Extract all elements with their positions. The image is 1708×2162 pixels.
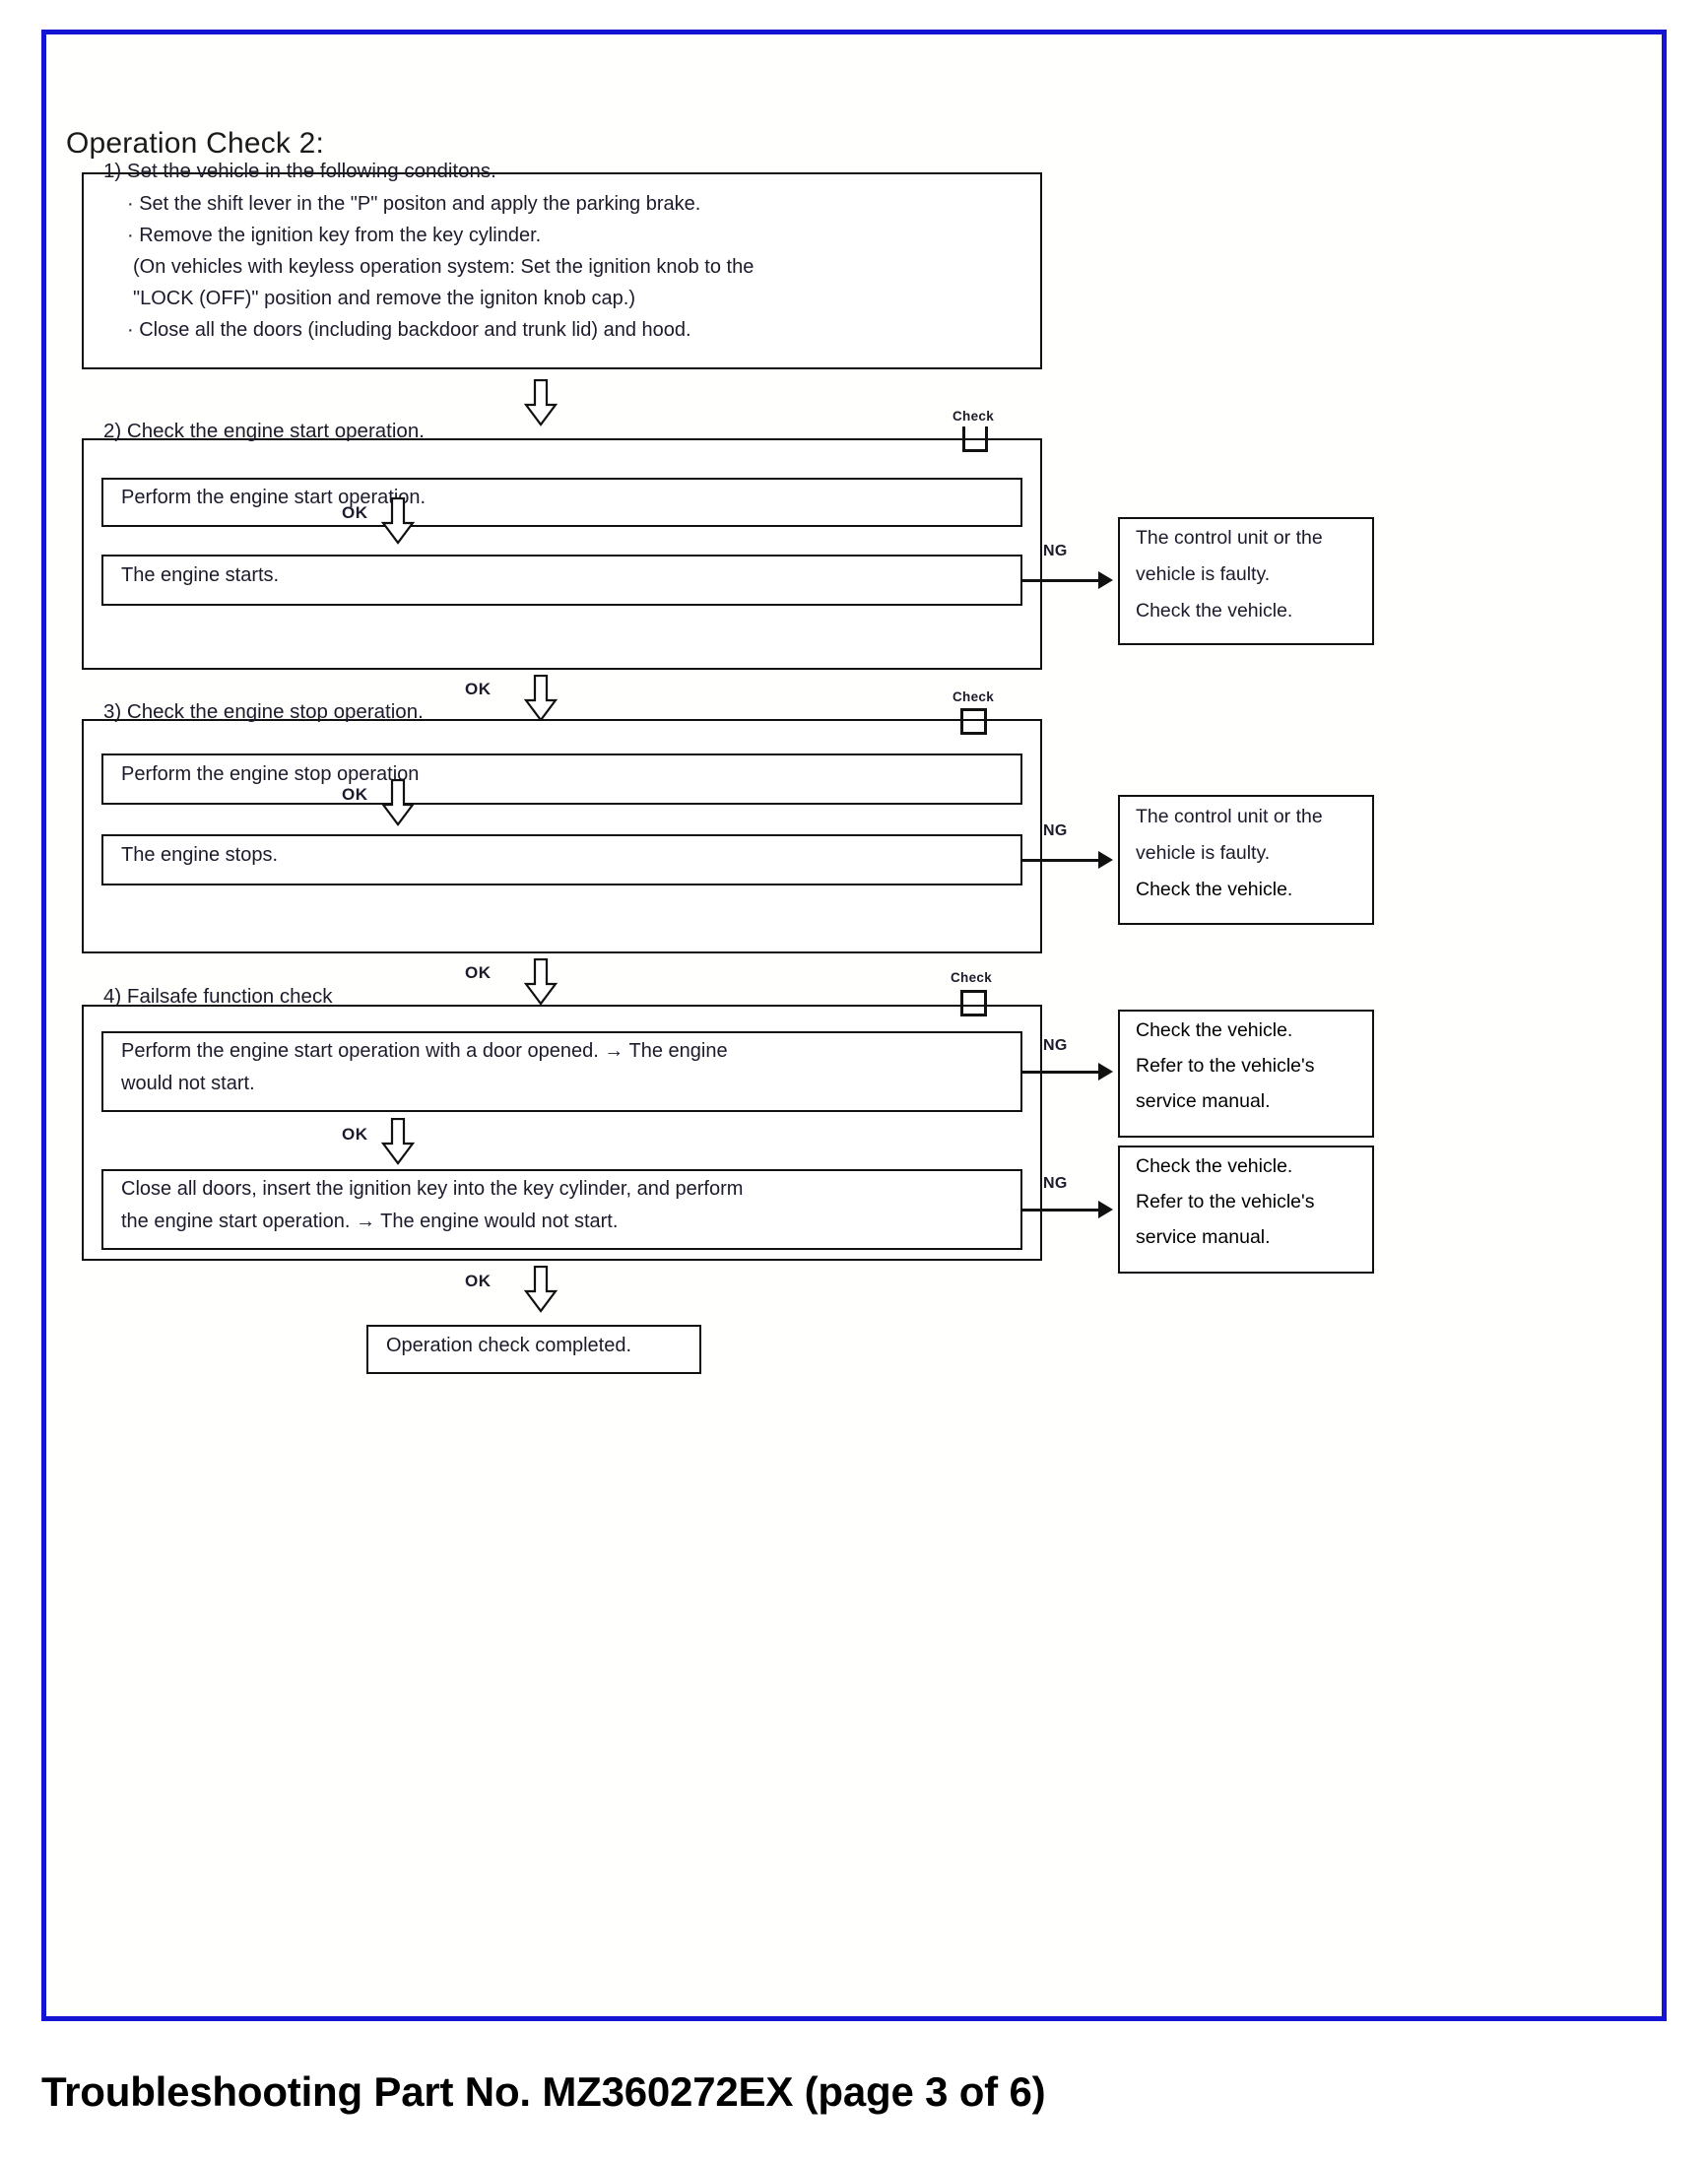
step4-ng1-label: NG bbox=[1043, 1037, 1068, 1054]
step2-ng-connector-line bbox=[1022, 579, 1101, 582]
step3-action-text: Perform the engine stop operation bbox=[121, 763, 420, 785]
step1-bullet-4: · Close all the doors (including backdoo… bbox=[127, 319, 691, 341]
step3-ng-line-1: vehicle is faulty. bbox=[1136, 842, 1271, 864]
step2-result-text: The engine starts. bbox=[121, 564, 280, 586]
step3-action-box bbox=[101, 753, 1022, 805]
step1-bullet-1: · Remove the ignition key from the key c… bbox=[127, 225, 542, 246]
step2-action-box bbox=[101, 478, 1022, 527]
step3-ng-line-0: The control unit or the bbox=[1136, 806, 1323, 827]
document-caption: Troubleshooting Part No. MZ360272EX (pag… bbox=[41, 2068, 1046, 2115]
step3-check-label: Check bbox=[953, 689, 995, 704]
arrow-step1-to-step2 bbox=[524, 379, 558, 426]
step4-ng1-line-0: Check the vehicle. bbox=[1136, 1019, 1293, 1041]
step2-ng-arrowhead bbox=[1098, 571, 1113, 589]
step1-box bbox=[82, 172, 1042, 369]
step3-check-box-icon[interactable] bbox=[960, 708, 987, 735]
step4-action2-line2: the engine start operation. → The engine… bbox=[121, 1211, 619, 1232]
page-border-frame: Operation Check 2: 1) Set the vehicle in… bbox=[41, 30, 1667, 2021]
step4-ok-label-mid: OK bbox=[342, 1125, 368, 1144]
step3-ng-label: NG bbox=[1043, 822, 1068, 839]
step4-ok-label-outer: OK bbox=[465, 1272, 492, 1290]
step4-action1-line1: Perform the engine start operation with … bbox=[121, 1040, 728, 1062]
arrow-step4-action1-to-action2 bbox=[381, 1118, 415, 1165]
step4-ng1-line-2: service manual. bbox=[1136, 1090, 1271, 1112]
step4-action2-box bbox=[101, 1169, 1022, 1250]
step4-ng1-arrowhead bbox=[1098, 1063, 1113, 1081]
step3-ok-label-inner: OK bbox=[342, 785, 368, 804]
step4-heading: 4) Failsafe function check bbox=[103, 985, 333, 1008]
step4-ng1-line-1: Refer to the vehicle's bbox=[1136, 1055, 1315, 1077]
arrow-step2-to-step3 bbox=[524, 675, 558, 722]
step3-ng-line-2: Check the vehicle. bbox=[1136, 879, 1293, 900]
step2-check-label: Check bbox=[953, 409, 995, 424]
step4-ng2-box bbox=[1118, 1146, 1374, 1274]
step4-ng1-connector-line bbox=[1022, 1071, 1101, 1074]
step3-ng-connector-line bbox=[1022, 859, 1101, 862]
step2-box bbox=[82, 438, 1042, 670]
step3-ng-box bbox=[1118, 795, 1374, 925]
step2-heading: 2) Check the engine start operation. bbox=[103, 420, 425, 442]
step1-heading: 1) Set the vehicle in the following cond… bbox=[103, 160, 496, 182]
step4-action1-line2: would not start. bbox=[121, 1073, 255, 1094]
step3-heading: 3) Check the engine stop operation. bbox=[103, 700, 424, 723]
step2-action-text: Perform the engine start operation. bbox=[121, 487, 427, 508]
step2-ok-label-inner: OK bbox=[342, 503, 368, 522]
step2-ng-box bbox=[1118, 517, 1374, 645]
arrow-step3-to-step4 bbox=[524, 958, 558, 1006]
step4-check-box-icon[interactable] bbox=[960, 990, 987, 1016]
step2-ng-line-1: vehicle is faulty. bbox=[1136, 563, 1271, 585]
arrow-step4-to-final bbox=[524, 1266, 558, 1313]
step2-result-box bbox=[101, 555, 1022, 606]
step4-ng2-line-0: Check the vehicle. bbox=[1136, 1155, 1293, 1177]
step3-result-text: The engine stops. bbox=[121, 844, 278, 866]
step2-ng-label: NG bbox=[1043, 543, 1068, 559]
step3-ok-label-outer: OK bbox=[465, 963, 492, 982]
step4-ng2-line-1: Refer to the vehicle's bbox=[1136, 1191, 1315, 1212]
page-title: Operation Check 2: bbox=[66, 127, 325, 160]
step1-bullet-3: "LOCK (OFF)" position and remove the ign… bbox=[133, 288, 635, 309]
final-result-box bbox=[366, 1325, 701, 1374]
final-result-text: Operation check completed. bbox=[386, 1335, 632, 1356]
step4-ng1-box bbox=[1118, 1010, 1374, 1138]
step3-ng-arrowhead bbox=[1098, 851, 1113, 869]
step2-check-box-icon[interactable] bbox=[962, 426, 988, 452]
step3-result-box bbox=[101, 834, 1022, 885]
step4-ng2-connector-line bbox=[1022, 1209, 1101, 1212]
page-content: Operation Check 2: 1) Set the vehicle in… bbox=[46, 34, 1662, 2016]
step4-ng2-label: NG bbox=[1043, 1175, 1068, 1192]
step4-ng2-arrowhead bbox=[1098, 1201, 1113, 1218]
step4-action1-box bbox=[101, 1031, 1022, 1112]
arrow-step3-action-to-result bbox=[381, 779, 415, 826]
step4-ng2-line-2: service manual. bbox=[1136, 1226, 1271, 1248]
arrow-step2-action-to-result bbox=[381, 497, 415, 545]
step1-bullet-0: · Set the shift lever in the "P" positon… bbox=[127, 193, 701, 215]
step4-action2-line1: Close all doors, insert the ignition key… bbox=[121, 1178, 744, 1200]
step2-ok-label-outer: OK bbox=[465, 680, 492, 698]
step1-bullet-2: (On vehicles with keyless operation syst… bbox=[133, 256, 755, 278]
step2-ng-line-2: Check the vehicle. bbox=[1136, 600, 1293, 622]
step2-ng-line-0: The control unit or the bbox=[1136, 527, 1323, 549]
step4-check-label: Check bbox=[951, 970, 993, 985]
